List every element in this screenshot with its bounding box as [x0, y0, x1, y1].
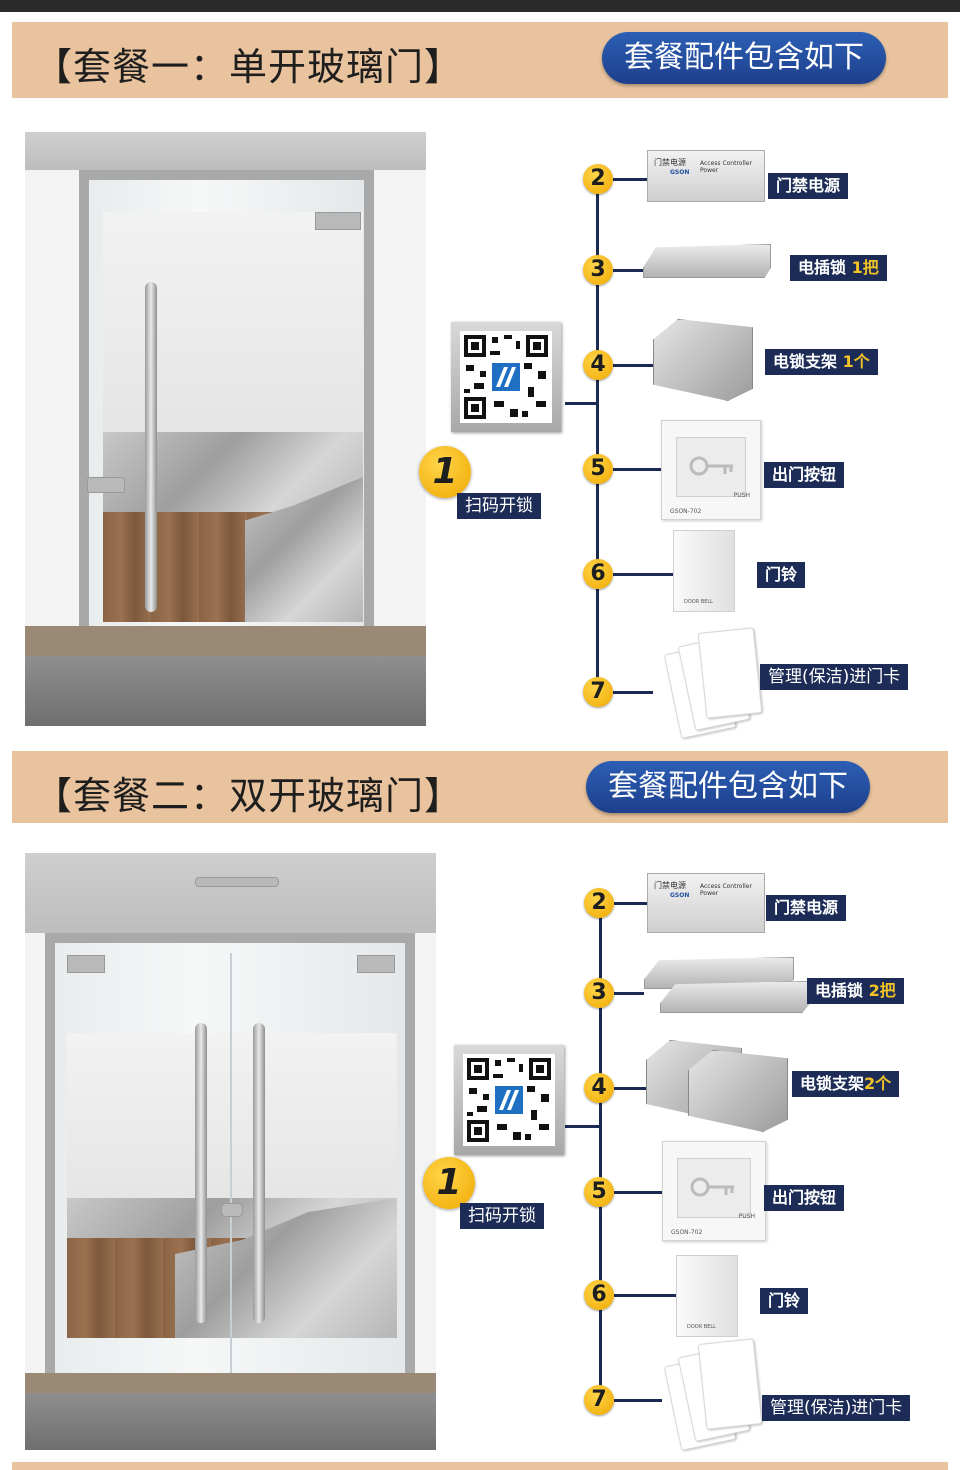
item-3-label: 电插锁 2把 [807, 978, 904, 1004]
item-5-label: 出门按钮 [764, 1185, 845, 1211]
item-number-2: 2 [583, 164, 613, 194]
package-two-header: 【套餐二：双开玻璃门】 套餐配件包含如下 [12, 751, 948, 823]
item-number-7: 7 [583, 677, 613, 707]
qr-connector [565, 402, 599, 405]
item-number-6: 6 [583, 559, 613, 589]
qr-code-icon [467, 1058, 551, 1142]
item-6-label: 门铃 [757, 562, 806, 588]
package-two-badge: 套餐配件包含如下 [586, 761, 870, 813]
single-glass-door-illustration [25, 132, 426, 726]
package-one-title: 【套餐一：单开玻璃门】 [34, 45, 464, 89]
package-one-section: 【套餐一：单开玻璃门】 套餐配件包含如下 [0, 12, 960, 740]
double-glass-door-illustration [25, 853, 436, 1450]
item-number-2: 2 [584, 888, 614, 918]
exit-button-image: GSON-702 PUSH [661, 420, 761, 520]
doorbell-image: DOOR BELL [673, 530, 735, 612]
package-two-title: 【套餐二：双开玻璃门】 [34, 774, 464, 818]
doorbell-image: DOOR BELL [676, 1255, 738, 1337]
package-one-header: 【套餐一：单开玻璃门】 套餐配件包含如下 [12, 22, 948, 98]
package-one-badge: 套餐配件包含如下 [602, 32, 886, 84]
package-two-section: 【套餐二：双开玻璃门】 套餐配件包含如下 [0, 745, 960, 1462]
qr-code-icon [464, 335, 548, 419]
key-icon [690, 1177, 735, 1197]
exit-button-image: GSON-702 PUSH [662, 1141, 766, 1241]
qr-connector [565, 1125, 602, 1128]
item-7-label: 管理(保洁)进门卡 [762, 1395, 911, 1421]
item-6-label: 门铃 [760, 1288, 809, 1314]
item-number-3: 3 [583, 255, 613, 285]
item-2-label: 门禁电源 [768, 173, 849, 199]
top-bar [0, 0, 960, 12]
item-4-label: 电锁支架2个 [792, 1071, 900, 1097]
qr-code-panel [451, 322, 561, 432]
item-number-3: 3 [584, 978, 614, 1008]
item-number-6: 6 [584, 1280, 614, 1310]
item-number-5: 5 [583, 454, 613, 484]
access-power-supply-image: 门禁电源 Access Controller Power GSON [647, 150, 765, 202]
qr-unlock-label: 扫码开锁 [457, 493, 541, 519]
item-number-1: 1 [423, 1157, 475, 1209]
electric-bolt-lock-image [643, 244, 771, 278]
item-number-4: 4 [583, 350, 613, 380]
access-power-supply-image: 门禁电源 Access Controller Power GSON [647, 873, 765, 933]
bottom-bar [12, 1462, 948, 1470]
item-number-5: 5 [584, 1177, 614, 1207]
qr-code-panel [454, 1045, 564, 1155]
item-3-label: 电插锁 1把 [790, 255, 887, 281]
item-7-label: 管理(保洁)进门卡 [760, 664, 909, 690]
item-number-7: 7 [584, 1385, 614, 1415]
qr-unlock-label: 扫码开锁 [460, 1203, 544, 1229]
connector-spine [599, 903, 602, 1413]
item-5-label: 出门按钮 [764, 462, 845, 488]
item-number-4: 4 [584, 1073, 614, 1103]
item-number-1: 1 [419, 446, 471, 498]
connector-spine [596, 182, 599, 698]
item-2-label: 门禁电源 [766, 895, 847, 921]
item-4-label: 电锁支架 1个 [765, 349, 878, 375]
key-icon [689, 456, 733, 476]
lock-bracket-image [653, 319, 753, 401]
